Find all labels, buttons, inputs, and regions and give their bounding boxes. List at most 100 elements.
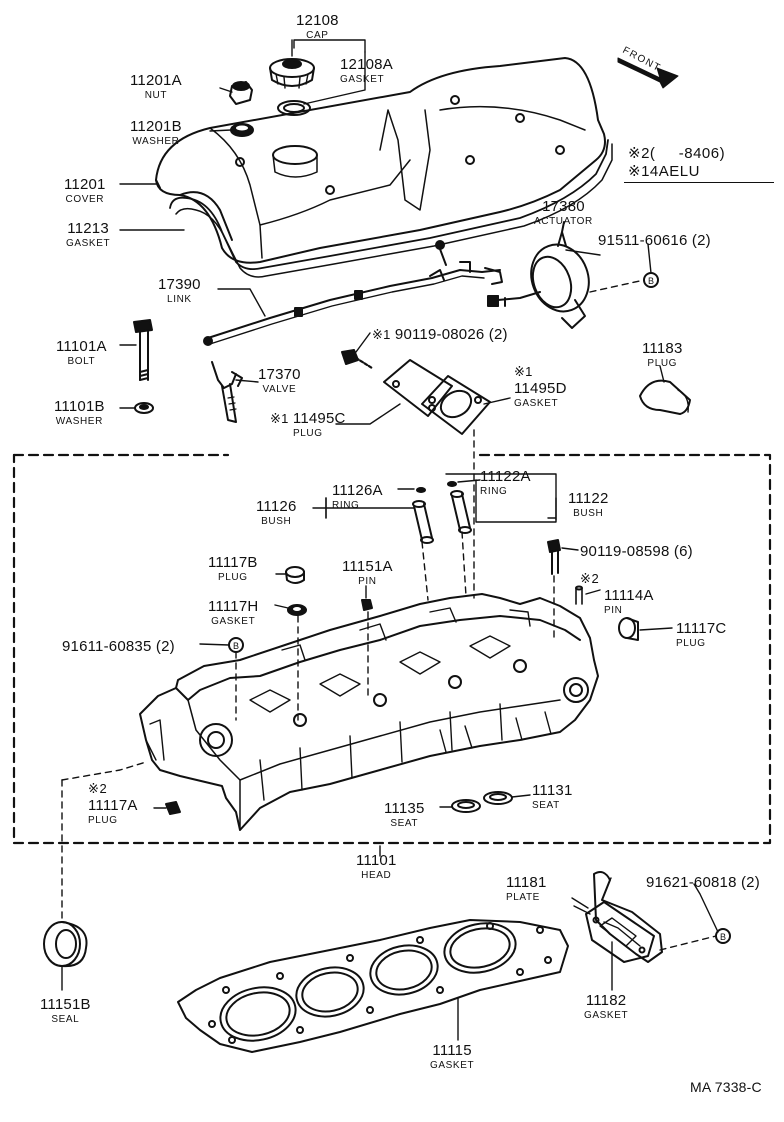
part-name: SEAL (51, 1014, 80, 1025)
valve-seat-11135 (451, 799, 481, 813)
plug-11495C (383, 359, 453, 417)
note-mark: ※1 (270, 411, 289, 426)
part-number: 11101 (356, 852, 397, 869)
part-number: 11117A (88, 797, 138, 814)
label-11213: 11213 GASKET (66, 220, 110, 249)
legend-line-1: ※2( -8406) (628, 145, 726, 162)
label-11115: 11115 GASKET (430, 1042, 474, 1071)
label-11201: 11201 COVER (64, 176, 106, 205)
ref-mark-b-2: B (228, 637, 244, 653)
part-name: BOLT (67, 356, 96, 367)
bush-11122 (450, 490, 472, 534)
part-name: BUSH (573, 508, 604, 519)
label-11182: 11182 GASKET (584, 992, 628, 1021)
label-11122A: 11122A RING (480, 468, 531, 497)
part-name: SEAT (390, 818, 419, 829)
part-number: 11181 (506, 874, 547, 891)
label-11181: 11181 PLATE (506, 874, 547, 903)
part-name: ACTUATOR (534, 216, 593, 227)
head-bolt (547, 539, 561, 575)
label-11151B: 11151B SEAL (40, 996, 91, 1025)
note-mark: ※1 (372, 327, 391, 342)
part-name: RING (480, 486, 508, 497)
part-number: 91621-60818 (2) (646, 874, 760, 891)
label-11126: 11126 BUSH (256, 498, 297, 527)
part-number: 11201B (130, 118, 182, 135)
part-number: 11117B (208, 554, 258, 571)
head-gasket (177, 919, 569, 1053)
dashed-alignment-lines (61, 279, 717, 951)
label-11101: 11101 HEAD (356, 852, 397, 881)
part-number: 11135 (384, 800, 425, 817)
label-91611-60835: 91611-60835 (2) (62, 638, 175, 655)
part-name: LINK (167, 294, 192, 305)
part-name: PLUG (292, 428, 323, 439)
cylinder-head (139, 593, 599, 831)
part-number: 11101B (54, 398, 105, 415)
part-number: 12108A (340, 56, 393, 73)
legend-underline (624, 182, 774, 183)
part-number: 12108 (296, 12, 339, 29)
label-11126A: 11126A RING (332, 482, 383, 511)
part-number: 11122A (480, 468, 531, 485)
ring-11122A (447, 481, 457, 487)
gasket-11117H (287, 604, 307, 616)
part-number: 11115 (432, 1042, 472, 1059)
note-mark: ※2 (88, 781, 108, 796)
part-number: 11183 (642, 340, 683, 357)
part-name: GASKET (340, 74, 385, 85)
label-11122: 11122 BUSH (568, 490, 609, 519)
part-number: 11126 (256, 498, 297, 515)
label-11201B: 11201B WASHER (130, 118, 182, 147)
cover-bolt (133, 319, 153, 381)
cover-washer (230, 123, 254, 137)
part-name: PIN (604, 605, 623, 616)
label-17370: 17370 VALVE (258, 366, 301, 395)
part-number: 11126A (332, 482, 383, 499)
part-number: 11151B (40, 996, 91, 1013)
part-number: 91611-60835 (2) (62, 638, 175, 655)
label-17390: 17390 LINK (158, 276, 201, 305)
label-11117A: ※2 11117A PLUG (88, 780, 138, 826)
legend-line-2: ※14AELU (628, 163, 700, 180)
part-name: RING (332, 500, 360, 511)
label-11183: 11183 PLUG (642, 340, 683, 369)
gasket-11495D (421, 375, 491, 435)
oil-filler-cap (269, 58, 315, 89)
part-number: 11117C (676, 620, 727, 637)
part-name: VALVE (262, 384, 297, 395)
cover-nut (229, 81, 253, 105)
label-11117H: 11117H GASKET (208, 598, 258, 627)
label-12108A: 12108A GASKET (340, 56, 393, 85)
part-number: 17380 (542, 198, 585, 215)
part-number: 11201A (130, 72, 182, 89)
part-name: GASKET (211, 616, 256, 627)
part-name: PLATE (506, 892, 540, 903)
bush-11126 (412, 500, 434, 544)
cap-bracket-line (291, 39, 366, 57)
bush-brackets (325, 473, 557, 523)
part-number: 11117H (208, 598, 259, 615)
plug-bolt (341, 349, 374, 370)
part-number: 11201 (64, 176, 106, 193)
part-number: 11114A (604, 587, 654, 604)
part-number: 11151A (342, 558, 393, 575)
label-11117B: 11117B PLUG (208, 554, 258, 583)
svg-text:B: B (648, 276, 654, 286)
part-name: NUT (144, 90, 168, 101)
bolt-washer (134, 402, 154, 414)
ref-mark-b-1: B (643, 272, 659, 288)
part-name: WASHER (132, 136, 180, 147)
valve-seat-11131 (483, 791, 513, 805)
note-mark: ※1 (514, 364, 533, 379)
part-name: GASKET (66, 238, 111, 249)
plug-11117C (618, 617, 639, 641)
ring-11126A (416, 487, 426, 493)
label-11201A: 11201A NUT (130, 72, 182, 101)
label-91621-60818: 91621-60818 (2) (646, 874, 760, 891)
label-17380: 17380 ACTUATOR (534, 198, 593, 227)
part-number: 90119-08598 (6) (580, 543, 693, 560)
cover-gasket (169, 139, 613, 278)
part-name: PLUG (217, 572, 248, 583)
